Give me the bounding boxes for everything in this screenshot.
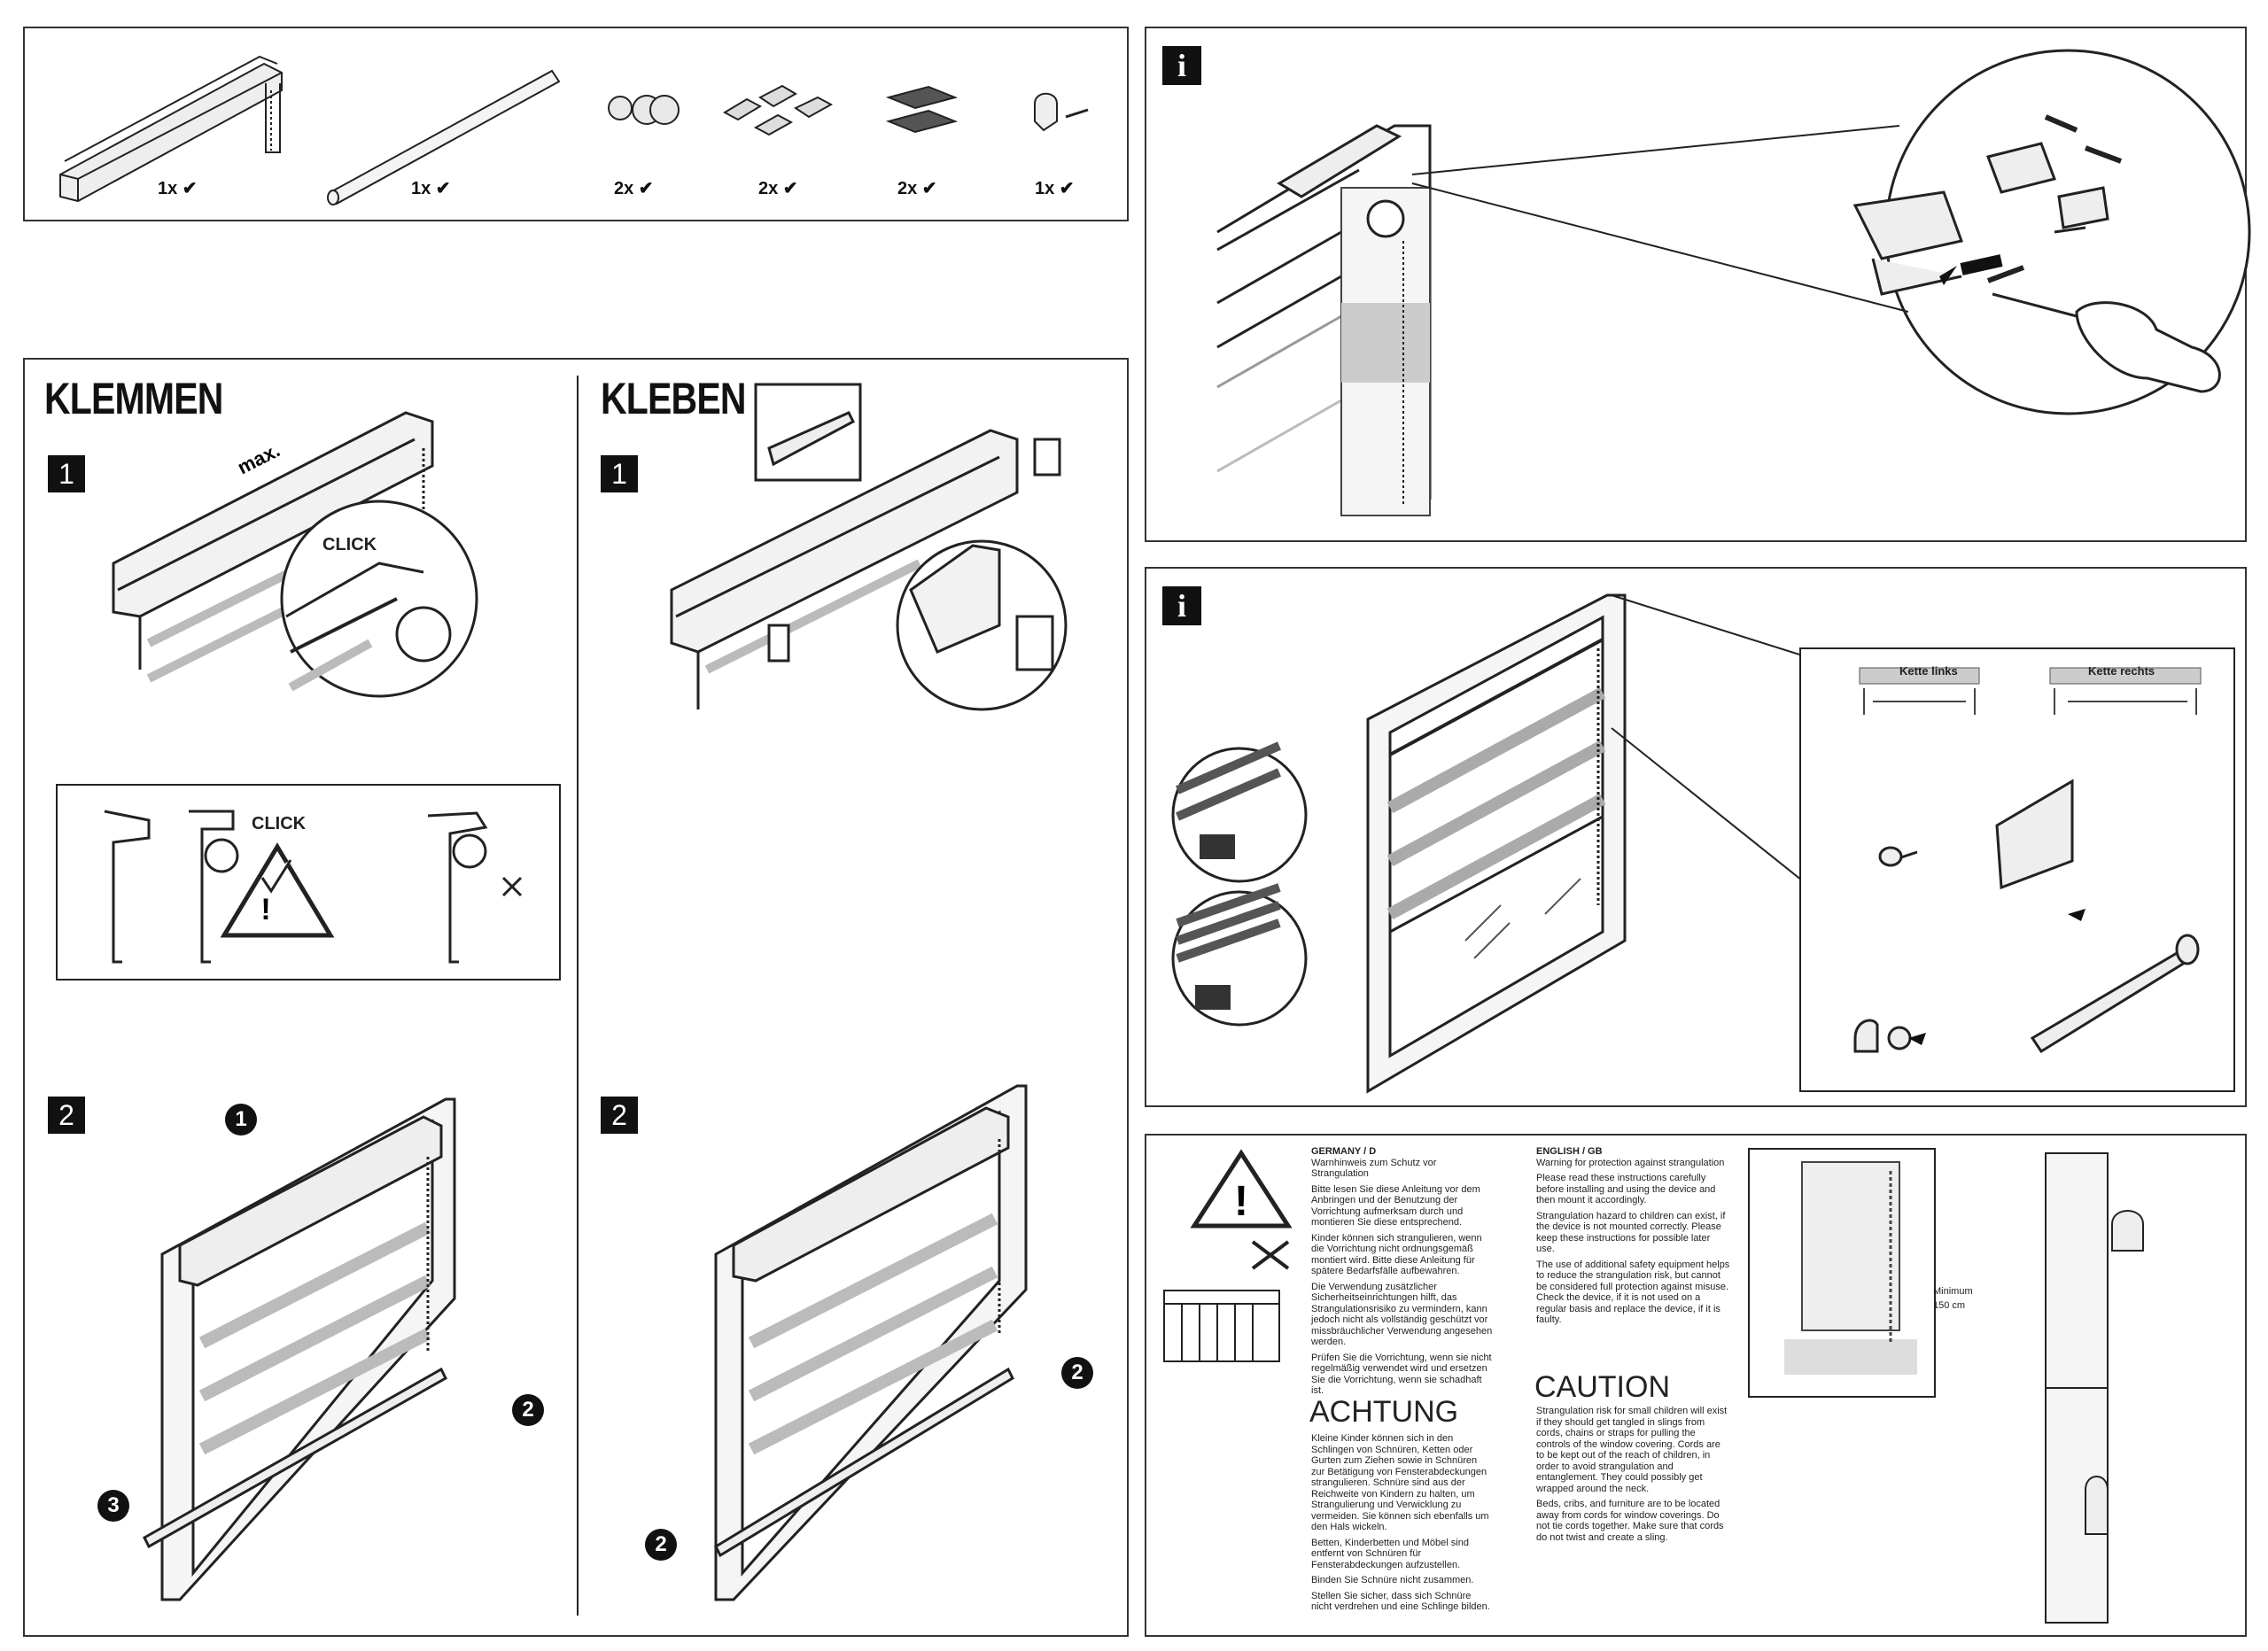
minimum-value: 150 cm [1933,1300,1966,1311]
info-icon-2: i [1162,586,1201,625]
svg-text:!: ! [260,893,270,926]
klemmen-step1-illustration: max. ! [56,383,1068,1601]
installation-panel: KLEMMEN KLEBEN 1 1 2 2 max. [23,358,1129,1637]
en-paragraph-4: Strangulation risk for small children wi… [1536,1406,1728,1494]
de-paragraph-5: Kleine Kinder können sich in den Schling… [1311,1433,1489,1532]
en-subtitle: Warning for protection against strangula… [1536,1157,1725,1168]
step-marker-2: 2 [512,1394,544,1426]
endcap-qty: 2x ✔ [614,179,654,198]
svg-text:!: ! [1234,1178,1248,1225]
de-paragraph-8: Stellen Sie sicher, dass sich Schnüre ni… [1311,1590,1490,1613]
de-paragraph-2: Kinder können sich strangulieren, wenn d… [1311,1232,1482,1277]
en-paragraph-2: Strangulation hazard to children can exi… [1536,1210,1726,1255]
en-paragraph-3: The use of additional safety equipment h… [1536,1259,1730,1326]
rail-mount-detail-illustration [1216,49,2251,516]
click-label-2: CLICK [252,814,307,833]
parts-panel: 1x ✔ 1x ✔ 2x ✔ 2x ✔ 2x ✔ 1x ✔ [23,27,1129,221]
en-paragraph-5: Beds, cribs, and furniture are to be loc… [1536,1499,1724,1543]
hook-qty: 1x ✔ [1035,179,1075,198]
en-header: ENGLISH / GB [1536,1146,1603,1157]
rod-qty: 1x ✔ [411,179,451,198]
de-paragraph-1: Bitte lesen Sie diese Anleitung vor dem … [1311,1183,1480,1229]
pad-qty: 2x ✔ [897,179,937,198]
klemmen-step-1: 1 [48,455,85,492]
klemmen-title: KLEMMEN [44,374,223,423]
max-label: max. [234,438,284,478]
de-paragraph-6: Betten, Kinderbetten und Möbel sind entf… [1311,1537,1469,1570]
minimum-label: Minimum [1933,1286,1973,1297]
de-warning-section: Kleine Kinder können sich in den Schling… [1311,1433,1493,1617]
kleben-marker-2b: 2 [645,1529,677,1561]
en-paragraph-1: Please read these instructions carefully… [1536,1173,1716,1205]
de-subtitle: Warnhinweis zum Schutz vor Strangulation [1311,1157,1437,1180]
kleben-title: KLEBEN [601,374,746,423]
headrail-part-illustration [59,55,1089,205]
achtung-heading: ACHTUNG [1309,1395,1459,1429]
kette-rechts-label: Kette rechts [2088,664,2155,678]
de-paragraph-7: Binden Sie Schnüre nicht zusammen. [1311,1575,1474,1585]
kleben-step-1: 1 [601,455,638,492]
window-chain-side-illustration [1171,593,2235,1094]
step-marker-3: 3 [97,1490,129,1522]
caution-heading: CAUTION [1534,1370,1670,1404]
klemmen-step-2: 2 [48,1097,85,1134]
de-paragraph-3: Die Verwendung zusätzlicher Sicherheitse… [1311,1281,1493,1348]
step-marker-1: 1 [225,1104,257,1136]
de-header: GERMANY / D [1311,1146,1377,1157]
clip-qty: 2x ✔ [758,179,798,198]
safety-illustrations: ! [1163,1148,2144,1624]
headrail-qty: 1x ✔ [158,179,198,198]
info-panel-top: i [1145,27,2251,542]
kette-links-label: Kette links [1899,664,1958,678]
column-divider [577,376,579,1616]
info-icon: i [1162,46,1201,85]
en-warning-section: Strangulation risk for small children wi… [1536,1406,1731,1547]
de-paragraph-4: Prüfen Sie die Vorrichtung, wenn sie nic… [1311,1352,1492,1397]
click-label: CLICK [322,535,377,554]
kleben-step-2: 2 [601,1097,638,1134]
info-panel-chain: i [1145,567,2247,1107]
kleben-marker-2a: 2 [1061,1357,1093,1389]
